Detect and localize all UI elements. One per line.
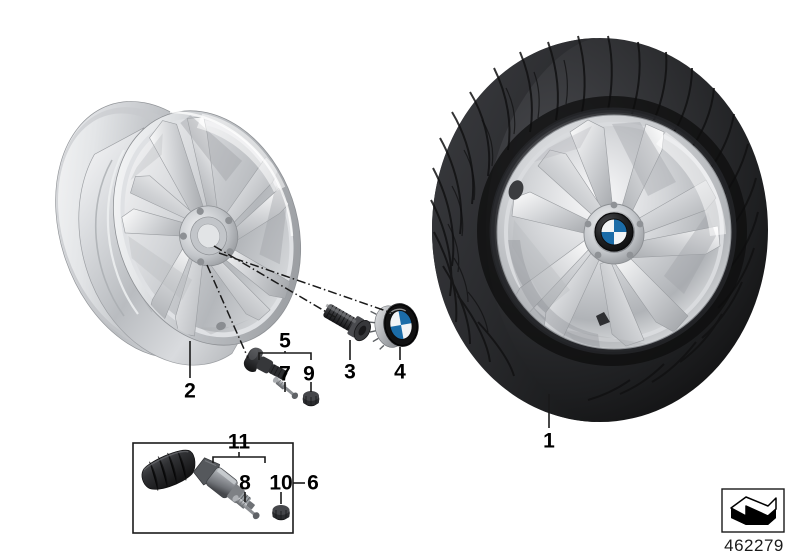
tpms-sensor-illustration	[193, 457, 255, 510]
callout-9[interactable]: 9	[303, 362, 315, 386]
leader-lines	[189, 245, 550, 504]
callout-3[interactable]: 3	[344, 360, 356, 384]
bmw-hub-cap-illustration	[368, 303, 419, 350]
valve-cap-tpms-illustration	[272, 505, 290, 521]
callout-7[interactable]: 7	[279, 362, 291, 386]
view-arrow-icon-frame	[721, 488, 785, 533]
callout-8[interactable]: 8	[239, 471, 251, 495]
tpms-group-box	[132, 442, 294, 534]
valve-insert-illustration	[232, 495, 260, 520]
callout-5[interactable]: 5	[279, 329, 291, 353]
valve-insert-illustration-top	[272, 376, 299, 400]
tpms-strap-illustration	[141, 449, 196, 491]
wheel-bolt-illustration	[323, 303, 371, 342]
callout-6[interactable]: 6	[307, 471, 319, 495]
light-alloy-rim-illustration	[55, 101, 302, 366]
3d-view-arrow-icon	[730, 496, 777, 525]
complete-wheel-with-tire-illustration	[430, 35, 768, 422]
callout-4[interactable]: 4	[394, 360, 406, 384]
bmw-roundel-on-wheel	[593, 211, 635, 253]
callout-11[interactable]: 11	[227, 430, 251, 454]
callout-2[interactable]: 2	[184, 379, 196, 403]
valve-cap-illustration	[302, 391, 320, 407]
callout-1[interactable]: 1	[543, 429, 555, 453]
diagram-part-number: 462279	[724, 536, 784, 555]
wheel-spokes	[508, 119, 726, 348]
callout-10[interactable]: 10	[269, 471, 293, 495]
